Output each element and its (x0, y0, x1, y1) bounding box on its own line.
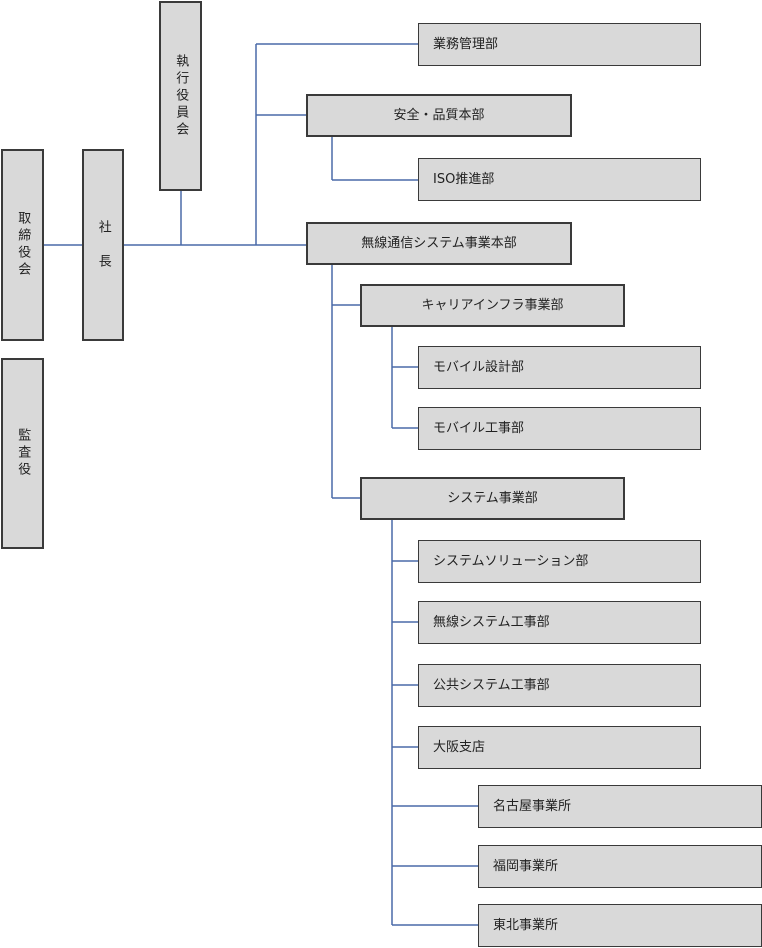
president-box: 社 長 (82, 149, 124, 341)
carrier-infra-division-box: キャリアインフラ事業部 (360, 284, 625, 327)
fukuoka-office-box: 福岡事業所 (478, 845, 762, 888)
public-system-construction-box: 公共システム工事部 (418, 664, 701, 707)
system-division-box: システム事業部 (360, 477, 625, 520)
mobile-design-box: モバイル設計部 (418, 346, 701, 389)
iso-promotion-box: ISO推進部 (418, 158, 701, 201)
board-of-directors-box: 取締役会 (1, 149, 44, 341)
mobile-construction-box: モバイル工事部 (418, 407, 701, 450)
executive-committee-box: 執行役員会 (159, 1, 202, 191)
business-management-box: 業務管理部 (418, 23, 701, 66)
nagoya-office-box: 名古屋事業所 (478, 785, 762, 828)
osaka-branch-box: 大阪支店 (418, 726, 701, 769)
auditor-box: 監査役 (1, 358, 44, 549)
safety-quality-hq-box: 安全・品質本部 (306, 94, 572, 137)
wireless-system-construction-box: 無線システム工事部 (418, 601, 701, 644)
tohoku-office-box: 東北事業所 (478, 904, 762, 947)
wireless-communication-hq-box: 無線通信システム事業本部 (306, 222, 572, 265)
system-solution-box: システムソリューション部 (418, 540, 701, 583)
